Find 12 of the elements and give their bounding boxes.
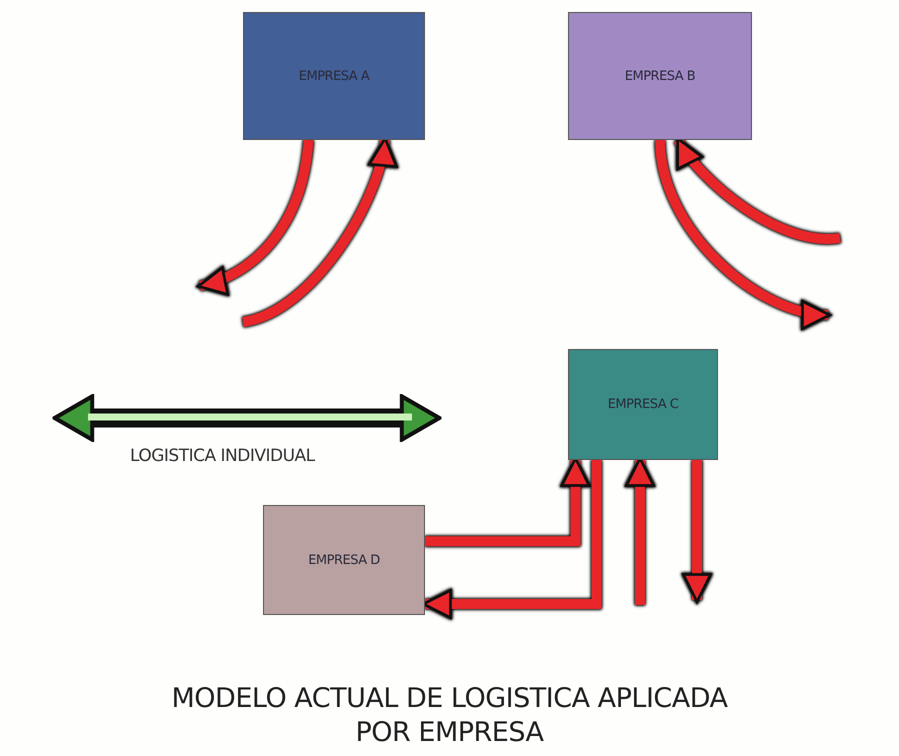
arrow-label: LOGISTICA INDIVIDUAL	[130, 446, 315, 466]
company-box	[568, 349, 718, 460]
arrow	[197, 139, 314, 294]
box-label: EMPRESA D	[308, 552, 380, 568]
box-label: EMPRESA A	[298, 68, 370, 84]
arrow	[682, 460, 712, 604]
box-label: EMPRESA B	[624, 68, 696, 84]
company-box	[568, 12, 752, 140]
caption: MODELO ACTUAL DE LOGISTICA APLICADA POR EMPRESA	[170, 682, 729, 750]
company-box	[243, 12, 425, 140]
company-box	[263, 505, 425, 615]
box-label: EMPRESA C	[608, 397, 678, 412]
